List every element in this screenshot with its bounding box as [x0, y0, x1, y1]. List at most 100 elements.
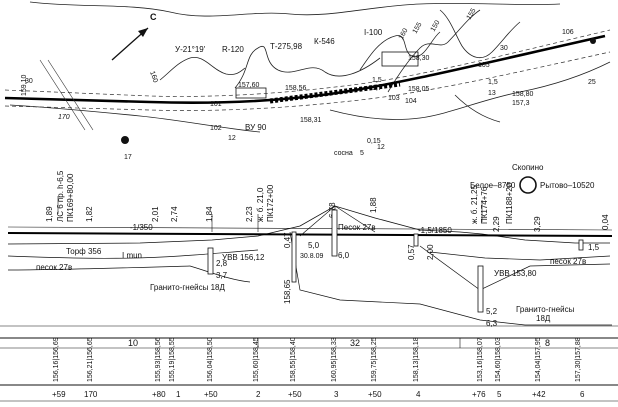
ground-line: [7, 205, 610, 245]
table-dividers: [257, 338, 461, 348]
plan-level-17: 17: [124, 154, 132, 161]
level-pair: 158,55|158,40: [290, 337, 297, 382]
level-pair: 155,19|158,55: [169, 337, 176, 382]
level-pair: 156,21|156,65: [87, 337, 94, 382]
level-pair: 155,60|158,45: [253, 337, 260, 382]
plan-level-158-05: 158,05: [408, 86, 430, 93]
borehole-mid: [291, 231, 297, 283]
soil-mun: I mun: [122, 251, 142, 260]
profile-top-label-pk169: ПК169+80,00: [66, 173, 75, 222]
contour-lines: [9, 1, 611, 133]
granite-left-line: [189, 265, 251, 283]
plan-level-157-60: 157,60: [238, 82, 260, 89]
contour-label-155-b: 155: [466, 7, 478, 21]
borehole-left: [207, 247, 214, 275]
rock-bottom-line: [289, 231, 612, 326]
contour-label-160-a: 160: [148, 70, 159, 83]
pk-cell: +59: [52, 390, 66, 399]
plan-view: С У-21°19' R-120 Т-275,98 К-546 I-100: [4, 1, 611, 161]
station-right-distance: Рытово–10520: [540, 181, 595, 190]
profile-top-label-2-29: 2,29: [492, 216, 501, 232]
contour-label-150: 150: [430, 19, 442, 33]
borehole-right: [477, 265, 484, 313]
uvv-left: УВВ 156,12: [222, 253, 265, 262]
borehole-small: [413, 233, 419, 247]
pk-cell: 6: [580, 390, 585, 399]
plan-pk-102: 102: [210, 125, 222, 132]
soil-granite-right-1: Гранито-гнейсы: [516, 305, 575, 314]
profile-top-label-1-82: 1,82: [85, 206, 94, 222]
tree-mark-5: 12: [377, 144, 385, 151]
depth-5-0: 5,0: [308, 241, 320, 250]
distance-10: 10: [128, 338, 138, 348]
profile-top-label-0-04: 0,04: [601, 214, 610, 230]
plan-pk-101: 101: [210, 101, 222, 108]
grade-label-right: -1,5/1850: [418, 226, 452, 235]
corridor-lines: [4, 29, 611, 111]
hatched-band: [39, 59, 94, 131]
contour-label-160-b: 160: [398, 27, 410, 41]
building-outline: [381, 51, 419, 67]
curve-length: К-546: [314, 37, 335, 46]
level-pair: 155,93|158,56: [155, 337, 162, 382]
mark-1-7: 1,7: [372, 85, 382, 92]
profile-top-label-zhb-21-0: ж. б. 21,0: [256, 187, 265, 222]
profile-top-label-pk172: ПК172+00: [266, 184, 275, 222]
profile-top-label-2-74: 2,74: [170, 206, 179, 222]
profile-top-label-2-23: 2,23: [245, 206, 254, 222]
profile-top-label-1-88: 1,88: [369, 197, 378, 213]
profile-top-label-pk1188: ПК1188+20: [505, 182, 514, 224]
plan-level-158-56: 158,56: [285, 85, 307, 92]
level-pair: 159,75|158,25: [371, 337, 378, 382]
level-pair: 156,16|156,69: [53, 337, 60, 382]
uvv-right-line: [429, 251, 611, 261]
level-pair: 160,95|158,33: [331, 337, 338, 382]
profile-table: 10 32 8 156,16|156,69 156,21|156,65 155,…: [0, 325, 618, 402]
mark-1-5-a: 1,5: [372, 77, 382, 84]
depth-6-0: 6,0: [338, 251, 350, 260]
soil-sand-left: песок 27в: [36, 263, 72, 272]
platform-outline: [235, 87, 267, 99]
contour-30-b: 30: [500, 45, 508, 52]
curve-radius: R-120: [222, 45, 244, 54]
plan-level-158-30: 158,30: [408, 55, 430, 62]
level-pair: 158,13|158,18: [413, 337, 420, 382]
well-icon: [121, 136, 129, 144]
tree-label: сосна: [334, 150, 353, 157]
sand-left-line: [7, 265, 191, 271]
contour-label-155-a: 155: [412, 21, 424, 35]
mark-1-5-b: 1,5: [488, 79, 498, 86]
profile-top-label-ls6: ЛС 6 пр. h-6,5: [56, 170, 65, 222]
plan-level-12: 12: [228, 135, 236, 142]
pk-cell: +50: [204, 390, 218, 399]
plan-level-170: 170: [58, 114, 70, 121]
profile-top-label-2-01: 2,01: [151, 206, 160, 222]
pk-cell: 3: [334, 390, 339, 399]
tree-mark-015: 5: [360, 150, 364, 157]
grade-label-left: -1/350: [130, 223, 153, 232]
level-pair: 157,30|157,88: [575, 337, 582, 382]
tree-mark-12: 0,15: [367, 138, 381, 145]
soil-sand-peak: Песок 27в: [338, 223, 376, 232]
contour-30-a: 30: [25, 78, 33, 85]
level-pair: 154,04|157,95: [535, 337, 542, 382]
depth-0-57: 0,57: [407, 244, 416, 260]
distance-32: 32: [350, 338, 360, 348]
plan-pk-105: 105: [478, 62, 490, 69]
pk-cell: +42: [532, 390, 546, 399]
level-pair: 153,16|158,07: [477, 337, 484, 382]
plan-level-158-31: 158,31: [300, 117, 322, 124]
pk-cell: 5: [497, 390, 502, 399]
design-grade-line-top: [7, 226, 613, 231]
plan-level-158-80: 158,80: [512, 91, 534, 98]
north-arrow-icon: [111, 27, 149, 61]
depth-5-2: 5,2: [486, 307, 498, 316]
plan-level-159-10: 159,10: [21, 74, 28, 96]
soil-sand-right: песок 27в: [550, 257, 586, 266]
vu-label: ВУ 90: [245, 123, 267, 132]
pk-cell: 2: [256, 390, 261, 399]
level-158-65: 158,65: [283, 279, 292, 304]
plan-pk-103: 103: [388, 95, 400, 102]
km-post-icon: [590, 38, 596, 44]
